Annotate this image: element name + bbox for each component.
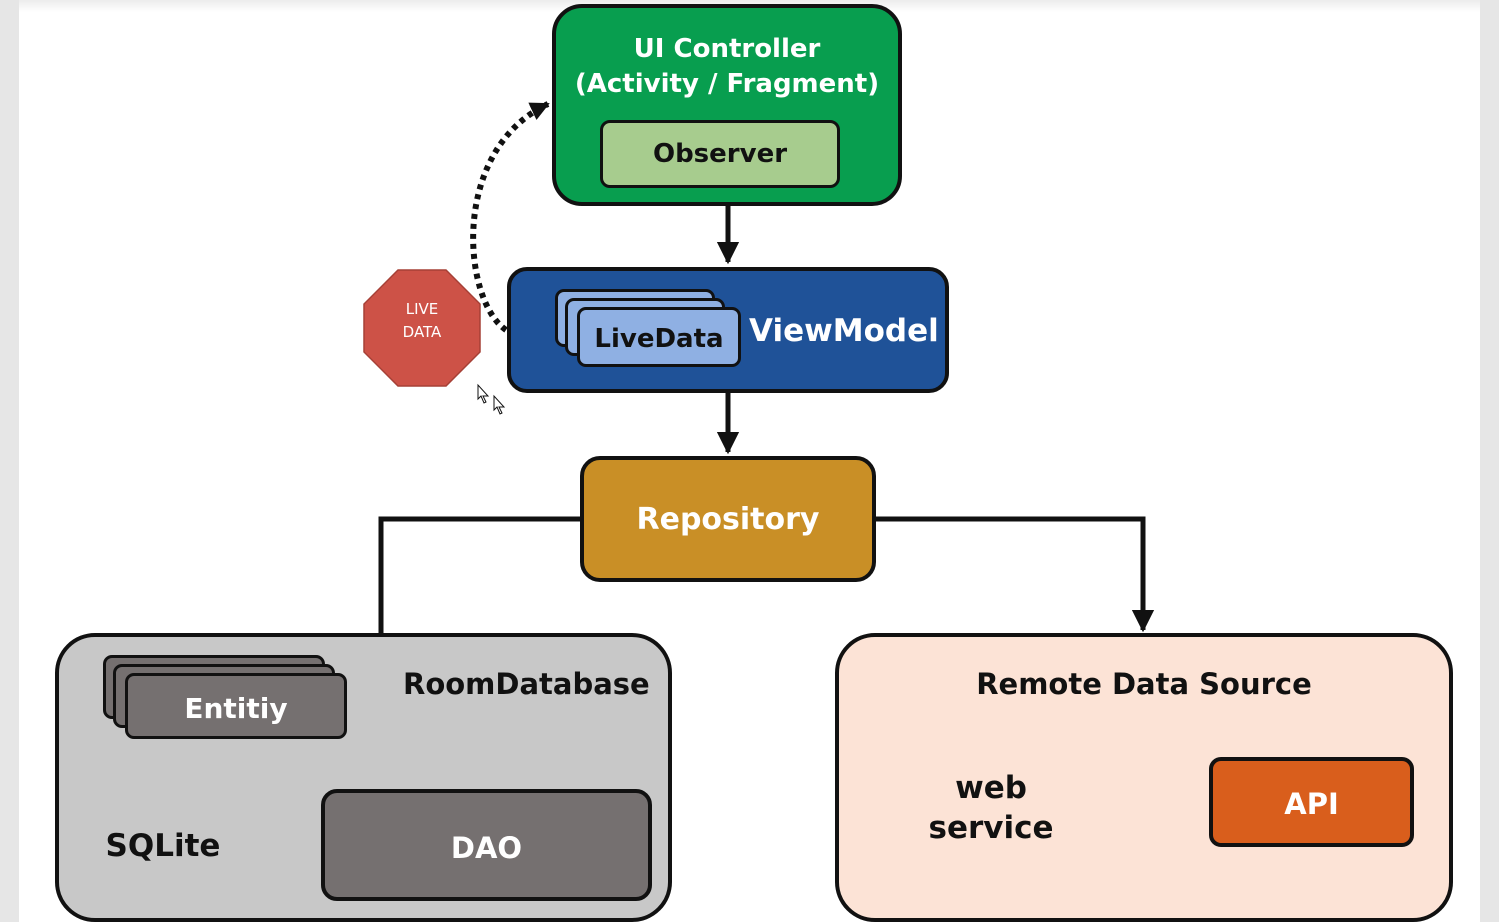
api-label: API bbox=[1284, 787, 1339, 821]
dotted-observe-arrow bbox=[470, 101, 550, 333]
entity-label: Entitiy bbox=[184, 692, 288, 725]
repository-box: Repository bbox=[580, 456, 876, 582]
viewmodel-title: ViewModel bbox=[749, 313, 939, 349]
observer-box: Observer bbox=[600, 120, 840, 188]
arrow-repository-to-remote bbox=[876, 516, 1155, 633]
dao-label: DAO bbox=[450, 831, 523, 865]
ui-controller-title: UI Controller (Activity / Fragment) bbox=[556, 32, 898, 102]
viewmodel-box: LiveData ViewModel bbox=[507, 267, 949, 393]
live-data-octagon bbox=[363, 269, 481, 387]
live-data-sign-label: LIVE DATA bbox=[364, 298, 480, 344]
ui-controller-box: UI Controller (Activity / Fragment) Obse… bbox=[552, 4, 902, 206]
web-service-line2: service bbox=[928, 810, 1054, 846]
move-cursor-icon bbox=[477, 383, 506, 415]
sqlite-label: SQLite bbox=[105, 828, 221, 864]
live-data-line2: DATA bbox=[402, 323, 442, 341]
ui-controller-title-line2: (Activity / Fragment) bbox=[574, 69, 880, 99]
livedata-box: LiveData bbox=[577, 307, 741, 367]
ui-controller-title-line1: UI Controller bbox=[633, 34, 821, 64]
repository-title: Repository bbox=[636, 502, 820, 537]
web-service-label: web service bbox=[920, 768, 1062, 848]
dao-box: DAO bbox=[321, 789, 652, 901]
web-service-line1: web bbox=[955, 770, 1027, 806]
room-database-title: RoomDatabase bbox=[403, 667, 650, 701]
api-box: API bbox=[1209, 757, 1414, 847]
livedata-label: LiveData bbox=[594, 324, 724, 354]
live-data-line1: LIVE bbox=[405, 300, 439, 318]
observer-label: Observer bbox=[652, 139, 788, 169]
remote-data-source-title: Remote Data Source bbox=[976, 667, 1312, 701]
entity-box: Entitiy bbox=[125, 673, 347, 739]
